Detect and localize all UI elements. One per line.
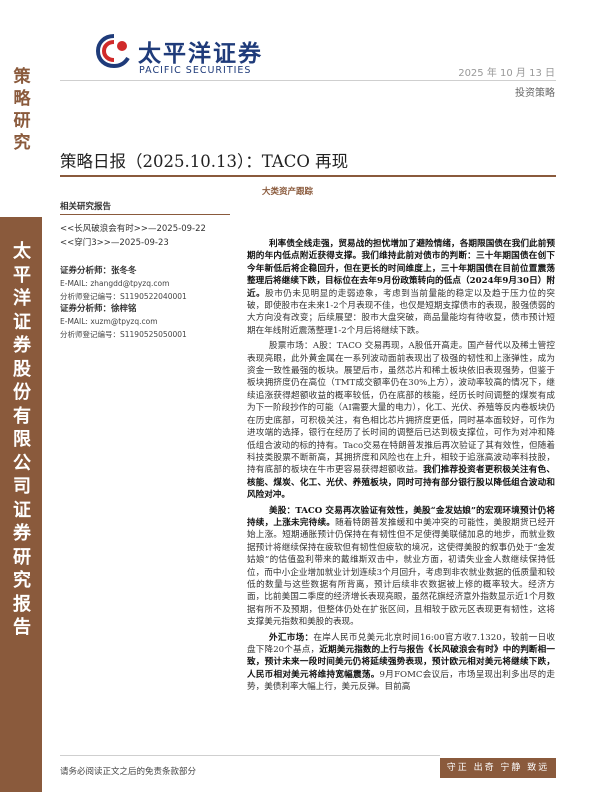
fx-detail: 在岸人民币兑美元北京时间16:00官方收7.1320，较前一日收盘下降20个基点… (247, 632, 555, 655)
report-type: 投资策略 (515, 88, 555, 99)
header-divider (60, 80, 556, 81)
fx-detail-rest: 9月FOMC会议后，市场呈现出利多出尽的走势，美债利率大幅上行，美元反弹。目前高 (247, 669, 555, 693)
page-title: 策略日报（2025.10.13）：TACO 再现 (60, 152, 349, 171)
analyst-email[interactable]: E-MAIL: zhangdd@tpyzq.com (60, 279, 170, 288)
disclaimer-note: 请务必阅读正文之后的免责条款部分 (60, 767, 197, 777)
fx-lead: 外汇市场： (269, 632, 314, 643)
related-report-link[interactable]: <<穿门3>>—2025-09-23 (60, 238, 169, 248)
company-name-en: PACIFIC SECURITIES (139, 65, 252, 76)
paragraph-bonds: 利率债全线走强，贸易战的担忧增加了避险情绪，各期限国债在我们此前预期的年内低点附… (247, 238, 555, 337)
a-share-detail: 股票市场：A股：TACO 交易再现，A股低开高走。国产替代以及稀土管控表现亮眼，… (247, 341, 555, 476)
fx-judgement: 近期美元指数的上行与报告《长风破浪会有时》中的判断相一致，预计未来一段时间美元仍… (247, 645, 555, 680)
footer-slogan: 守正 出奇 宁静 致远 (440, 758, 556, 778)
footer-divider (60, 755, 440, 756)
analyst-name: 证券分析师：张冬冬 (60, 266, 137, 276)
sidebar-category-label: 策略研究 (13, 67, 31, 153)
report-body: 利率债全线走强，贸易战的担忧增加了避险情绪，各期限国债在我们此前预期的年内低点附… (247, 238, 555, 697)
section-tag: 大类资产跟踪 (262, 187, 314, 197)
analyst-cert: 分析师登记编号：S1190522040001 (60, 292, 187, 301)
a-share-recommendation: 我们推荐投资者更积极关注有色、核能、煤炭、化工、光伏、养殖板块，同时可持有部分银… (247, 465, 555, 501)
paragraph-fx: 外汇市场：在岸人民币兑美元北京时间16:00官方收7.1320，较前一日收盘下降… (247, 632, 555, 694)
bonds-summary: 利率债全线走强，贸易战的担忧增加了避险情绪，各期限国债在我们此前预期的年内低点附… (247, 239, 555, 299)
title-divider (60, 175, 556, 177)
related-reports-divider (60, 214, 230, 215)
analyst-cert: 分析师登记编号：S1190525050001 (60, 330, 187, 339)
sidebar-top (0, 0, 42, 217)
related-reports-heading: 相关研究报告 (60, 202, 112, 212)
paragraph-stocks-a: 股票市场：A股：TACO 交易再现，A股低开高走。国产替代以及稀土管控表现亮眼，… (247, 340, 555, 501)
report-date: 2025 年 10 月 13 日 (458, 68, 555, 79)
sidebar-company-label: 太平洋证券股份有限公司证券研究报告 (13, 241, 31, 638)
us-stock-summary: 美股：TACO 交易再次验证有效性，美股“金发姑娘”的宏观环境预计仍将持续，上涨… (247, 505, 555, 528)
company-logo-icon (96, 34, 130, 68)
bonds-detail: 股市仍未见明显的走弱迹象，考虑到当前量能的稳定以及趋于压力位的突破，即使股市在未… (247, 288, 555, 336)
us-stock-detail: 随着特朗普发推缓和中美冲突的可能性，美股期货已经开始上涨。短期通胀预计仍保持在有… (247, 517, 555, 628)
paragraph-stocks-us: 美股：TACO 交易再次验证有效性，美股“金发姑娘”的宏观环境预计仍将持续，上涨… (247, 505, 555, 629)
sidebar-band (0, 217, 42, 792)
related-report-link[interactable]: <<长风破浪会有时>>—2025-09-22 (60, 224, 206, 234)
analyst-email[interactable]: E-MAIL: xuzm@tpyzq.com (60, 317, 158, 326)
analyst-name: 证券分析师：徐梓铭 (60, 304, 137, 314)
company-name-cn: 太平洋证券 (138, 41, 263, 67)
